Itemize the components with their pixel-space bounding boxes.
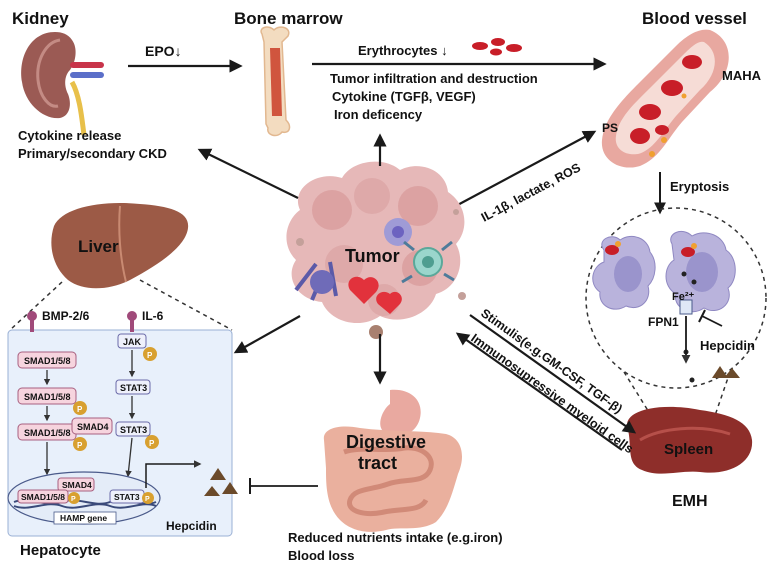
spleen-to-tumor-arrow — [455, 332, 623, 451]
smad4-label-1: SMAD4 — [77, 422, 109, 432]
stat3-label-nucleus: STAT3 — [114, 492, 140, 502]
kidney-effect-2: Primary/secondary CKD — [18, 146, 167, 161]
hepcidin-spleen-icon — [712, 366, 740, 378]
liver-zoom-line-right — [139, 279, 233, 331]
stat3-arrow-2 — [125, 437, 133, 478]
hamp-gene-label: HAMP gene — [60, 513, 107, 523]
erythrocytes-label: Erythrocytes ↓ — [358, 43, 448, 58]
fpn1-label: FPN1 — [648, 315, 679, 329]
bone-marrow-label: Bone marrow — [234, 9, 343, 28]
maha-label: MAHA — [722, 68, 762, 83]
il6-label: IL-6 — [142, 309, 164, 323]
epo-label: EPO↓ — [145, 43, 182, 59]
macrophage-pair — [592, 231, 736, 383]
hepcidin-spleen-label: Hepcidin — [700, 338, 755, 353]
smad-label-nucleus: SMAD1/5/8 — [21, 492, 65, 502]
smad-label-1: SMAD1/5/8 — [24, 356, 71, 366]
stat3-label-2: STAT3 — [120, 425, 147, 435]
phospho-icon — [68, 492, 80, 504]
hepatocyte-label: Hepatocyte — [20, 542, 101, 559]
ps-label: PS — [602, 121, 618, 135]
digestive-effect-1: Reduced nutrients intake (e.g.iron) — [288, 530, 503, 545]
smad4-label-nucleus: SMAD4 — [62, 480, 92, 490]
kidney-illustration — [21, 32, 104, 136]
stat3-label-1: STAT3 — [120, 383, 147, 393]
hamp-gene-box — [53, 511, 117, 525]
phospho-label-5: P — [71, 496, 76, 503]
smad4-box-1 — [71, 417, 113, 435]
emh-label: EMH — [672, 493, 708, 510]
liver-zoom-line-left — [9, 281, 63, 331]
jak-box — [117, 333, 147, 349]
tumor-label: Tumor — [345, 246, 400, 266]
marrow-effect-3: Iron deficency — [334, 107, 423, 122]
smad-box-2 — [17, 387, 77, 405]
jak-label: JAK — [123, 337, 142, 347]
bmp-label: BMP-2/6 — [42, 309, 90, 323]
kidney-effect-1: Cytokine release — [18, 128, 121, 143]
hepcidin-inhibit-line — [701, 315, 723, 327]
tumor-illustration — [286, 161, 466, 339]
hepcidin-liver-label: Hepcidin — [166, 519, 217, 533]
bmp-receptor-icon — [27, 311, 37, 332]
tumor-to-spleen-arrow — [469, 314, 637, 434]
marrow-effect-2: Cytokine (TGFβ, VEGF) — [332, 89, 476, 104]
tumor-to-vessel-label: IL-1β, lactate, ROS — [479, 160, 583, 224]
digestive-tract-illustration — [323, 389, 462, 532]
smad-box-1 — [17, 351, 77, 369]
blood-vessel-label: Blood vessel — [642, 9, 747, 28]
tumor-to-kidney-arrow — [197, 148, 299, 199]
bone-illustration — [260, 26, 291, 137]
il6-receptor-icon — [127, 311, 137, 332]
dna-strand — [13, 503, 157, 509]
iron-label: Fe²⁺ — [672, 291, 695, 303]
tumor-to-liver-arrow — [233, 315, 301, 354]
spleen-illustration — [626, 406, 753, 474]
phospho-icon — [143, 347, 157, 361]
stat3-box-2 — [115, 421, 151, 437]
stat3-box-1 — [115, 379, 151, 395]
hepcidin-liver-icon — [204, 468, 238, 496]
phospho-label-3: P — [147, 351, 153, 360]
kidney-label: Kidney — [12, 9, 69, 28]
phospho-label-4: P — [149, 439, 155, 448]
phospho-icon — [145, 435, 159, 449]
hamp-transcription-arrow — [145, 460, 202, 488]
phospho-label-2: P — [77, 441, 83, 450]
smad-box-nucleus — [17, 489, 69, 504]
digestive-effect-2: Blood loss — [288, 548, 354, 563]
eryptosis-label: Eryptosis — [670, 179, 729, 194]
tumor-to-vessel-arrow — [451, 130, 597, 209]
marrow-effect-1: Tumor infiltration and destruction — [330, 71, 538, 86]
digestive-label-line2: tract — [358, 453, 397, 473]
phospho-icon — [73, 437, 87, 451]
phospho-label-1: P — [77, 405, 83, 414]
smad-label-3: SMAD1/5/8 — [24, 428, 71, 438]
phospho-icon — [73, 401, 87, 415]
phospho-label-6: P — [145, 496, 150, 503]
smad4-box-nucleus — [57, 477, 95, 492]
liver-label: Liver — [78, 237, 119, 256]
blood-vessel-illustration — [601, 29, 729, 168]
digestive-label-line1: Digestive — [346, 432, 426, 452]
smad-label-2: SMAD1/5/8 — [24, 392, 71, 402]
liver-illustration — [51, 202, 189, 289]
hepcidin-inhibit-bar — [698, 309, 706, 323]
spleen-label: Spleen — [664, 441, 713, 458]
phospho-icon — [142, 492, 154, 504]
rbc-cluster-top — [472, 38, 522, 56]
